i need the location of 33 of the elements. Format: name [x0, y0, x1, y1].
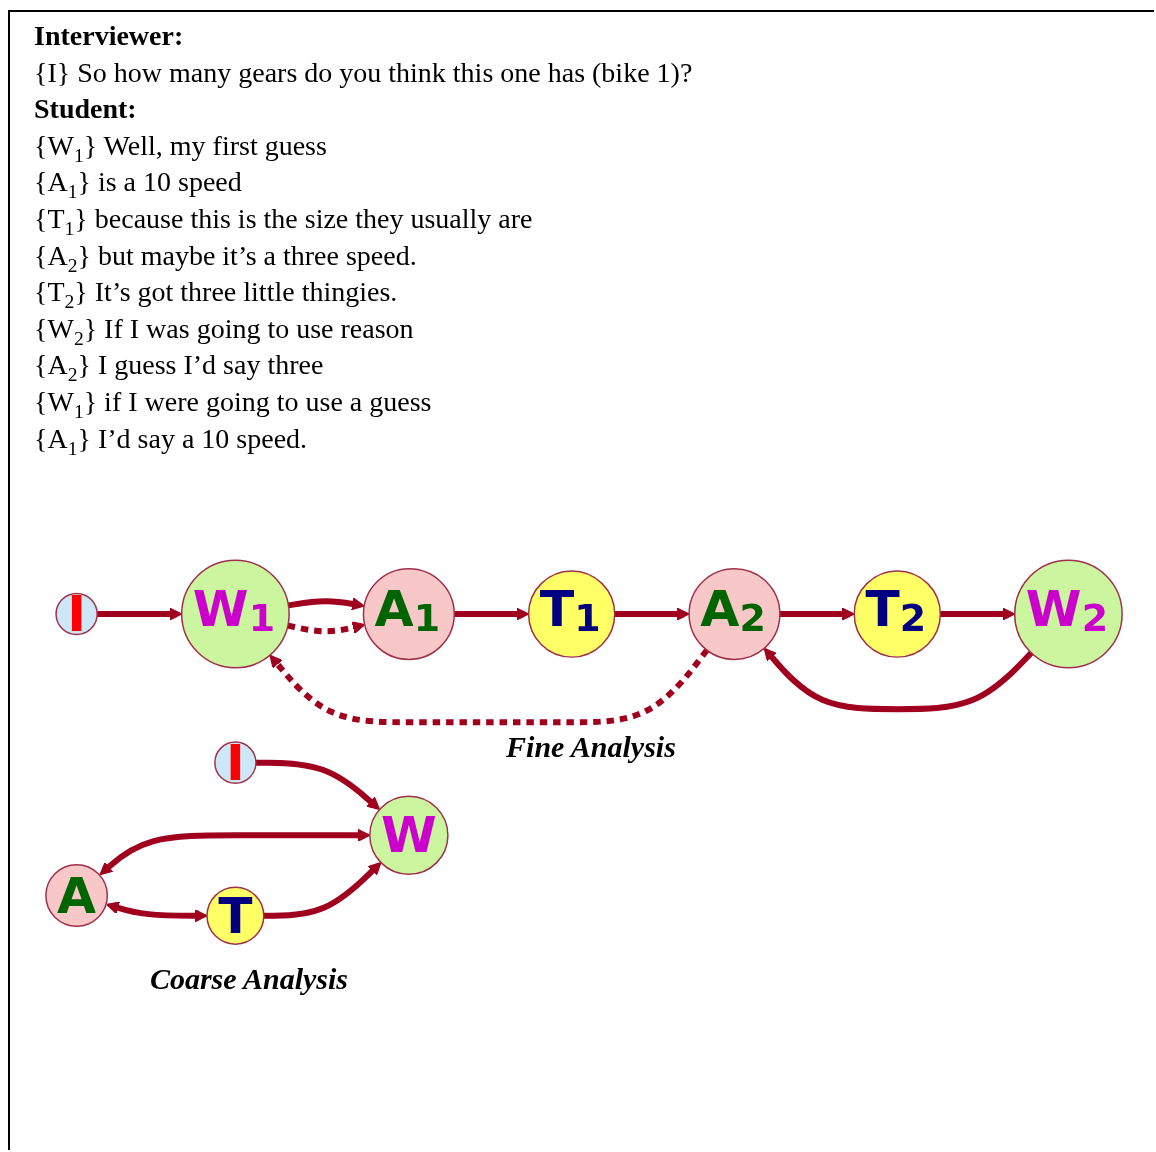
transcript-line: {T$_{2}$} It’s got three little thingies.	[34, 275, 399, 311]
circle-node: T$_{2}$	[853, 570, 942, 658]
diagram-caption: Fine Analysis	[506, 730, 676, 765]
arrow	[287, 597, 365, 611]
transcript-line: {I} So how many gears do you think this one has (bike 1)?	[34, 55, 694, 90]
arrow	[263, 862, 382, 919]
diagram-caption: Coarse Analysis	[149, 961, 348, 996]
arrow	[99, 828, 371, 876]
circle-node: A	[45, 864, 109, 928]
arrow	[763, 647, 1034, 713]
circle-node: T$_{1}$	[527, 570, 616, 658]
transcript-line: {W$_{2}$} If I was going to use reason	[34, 311, 415, 348]
circle-node: A$_{1}$	[362, 568, 455, 661]
speaker-heading: Student:	[34, 92, 138, 127]
circle-node: W$_{1}$	[180, 559, 290, 669]
circle-node: W	[369, 795, 449, 876]
arrow	[779, 607, 855, 621]
arrow	[614, 607, 690, 621]
transcript-line: {W$_{1}$} if I were going to use a guess	[34, 384, 433, 421]
circle-node: W$_{2}$	[1013, 559, 1123, 669]
transcript-line: {A$_{1}$} is a 10 speed	[34, 165, 243, 201]
transcript-line: {T$_{1}$} because this is the size they usually are	[34, 201, 534, 238]
transcript-line: {A$_{2}$} but maybe it’s a three speed.	[34, 238, 418, 275]
circle-node: A$_{2}$	[688, 568, 781, 661]
transcript-line: {A$_{2}$} I guess I’d say three	[34, 348, 325, 384]
arrow	[106, 901, 208, 923]
arrow	[269, 648, 710, 726]
arrow	[255, 759, 381, 811]
circle-node: T	[206, 885, 265, 945]
transcript-line: {A$_{1}$} I’d say a 10 speed.	[34, 421, 309, 458]
transcript-line: {W$_{1}$} Well, my first guess	[34, 128, 328, 165]
speaker-heading: Interviewer:	[34, 19, 185, 53]
arrow	[287, 621, 366, 635]
